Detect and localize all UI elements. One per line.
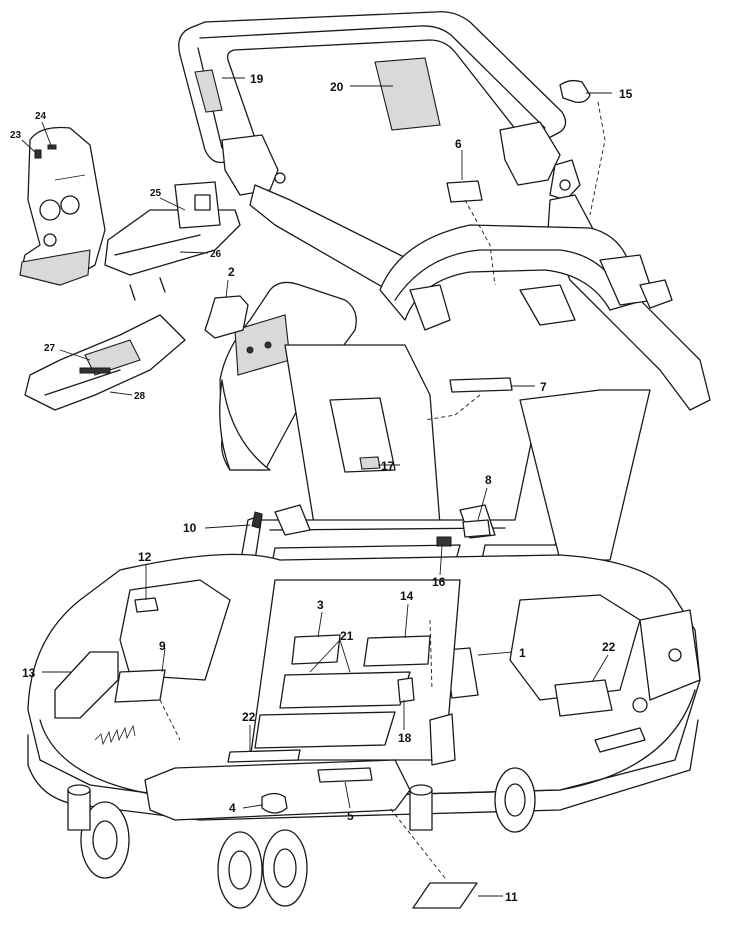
callout-22-right: 22 xyxy=(602,640,616,654)
decal-20 xyxy=(374,57,441,131)
callout-8: 8 xyxy=(485,473,492,487)
callout-17: 17 xyxy=(381,459,395,473)
decal-11 xyxy=(412,882,478,909)
decal-15 xyxy=(559,79,591,103)
callout-28: 28 xyxy=(134,391,146,402)
callout-7: 7 xyxy=(540,380,547,394)
decal-14 xyxy=(363,635,431,667)
decal-21b xyxy=(254,711,396,749)
decal-12 xyxy=(134,597,159,613)
callout-3: 3 xyxy=(317,598,324,612)
inset-25-26 xyxy=(104,181,241,301)
callout-24: 24 xyxy=(35,111,47,122)
callout-6: 6 xyxy=(455,137,462,151)
callout-16: 16 xyxy=(432,575,446,589)
left-body-panel xyxy=(219,281,357,471)
inset-27-28 xyxy=(24,314,186,411)
callout-22-front: 22 xyxy=(242,710,256,724)
decal-13 xyxy=(54,651,119,719)
front-wheels xyxy=(80,767,536,909)
callout-21: 21 xyxy=(340,629,354,643)
decal-6 xyxy=(446,180,483,203)
callout-11: 11 xyxy=(505,890,518,904)
decal-7 xyxy=(449,377,513,393)
callout-20: 20 xyxy=(330,80,344,94)
decal-22-front xyxy=(227,749,301,763)
callout-27: 27 xyxy=(44,343,56,354)
decal-8 xyxy=(462,519,491,538)
callout-9: 9 xyxy=(159,639,166,653)
decal-22-right xyxy=(554,679,613,717)
assembly-guides xyxy=(159,101,606,879)
callout-10: 10 xyxy=(183,521,197,535)
decal-17 xyxy=(359,456,381,470)
callout-18: 18 xyxy=(398,731,412,745)
callout-12: 12 xyxy=(138,550,152,564)
callout-4: 4 xyxy=(229,801,236,815)
front-step xyxy=(144,749,411,821)
callout-labels: 1 2 3 4 5 6 7 8 9 10 11 12 13 14 15 16 1… xyxy=(10,72,633,904)
rear-tower xyxy=(379,224,673,331)
center-panel xyxy=(284,344,441,531)
leader-lines xyxy=(21,77,612,897)
decal-21 xyxy=(279,671,411,709)
callout-19: 19 xyxy=(250,72,264,86)
decal-5 xyxy=(317,767,373,783)
decal-9 xyxy=(114,669,166,703)
floor-pan xyxy=(249,579,461,761)
callout-23: 23 xyxy=(10,130,22,141)
callout-15: 15 xyxy=(619,87,633,101)
decal-3 xyxy=(291,634,341,665)
callout-25: 25 xyxy=(150,188,162,199)
callout-13: 13 xyxy=(22,666,36,680)
decal-19 xyxy=(194,69,223,113)
callout-14: 14 xyxy=(400,589,414,603)
decal-18 xyxy=(397,677,415,703)
callout-26: 26 xyxy=(210,249,222,260)
decal-4 xyxy=(261,792,288,814)
inset-23-24 xyxy=(19,126,106,286)
decal-2 xyxy=(204,295,249,339)
callout-2: 2 xyxy=(228,265,235,279)
callout-1: 1 xyxy=(519,646,526,660)
callout-5: 5 xyxy=(347,809,354,823)
